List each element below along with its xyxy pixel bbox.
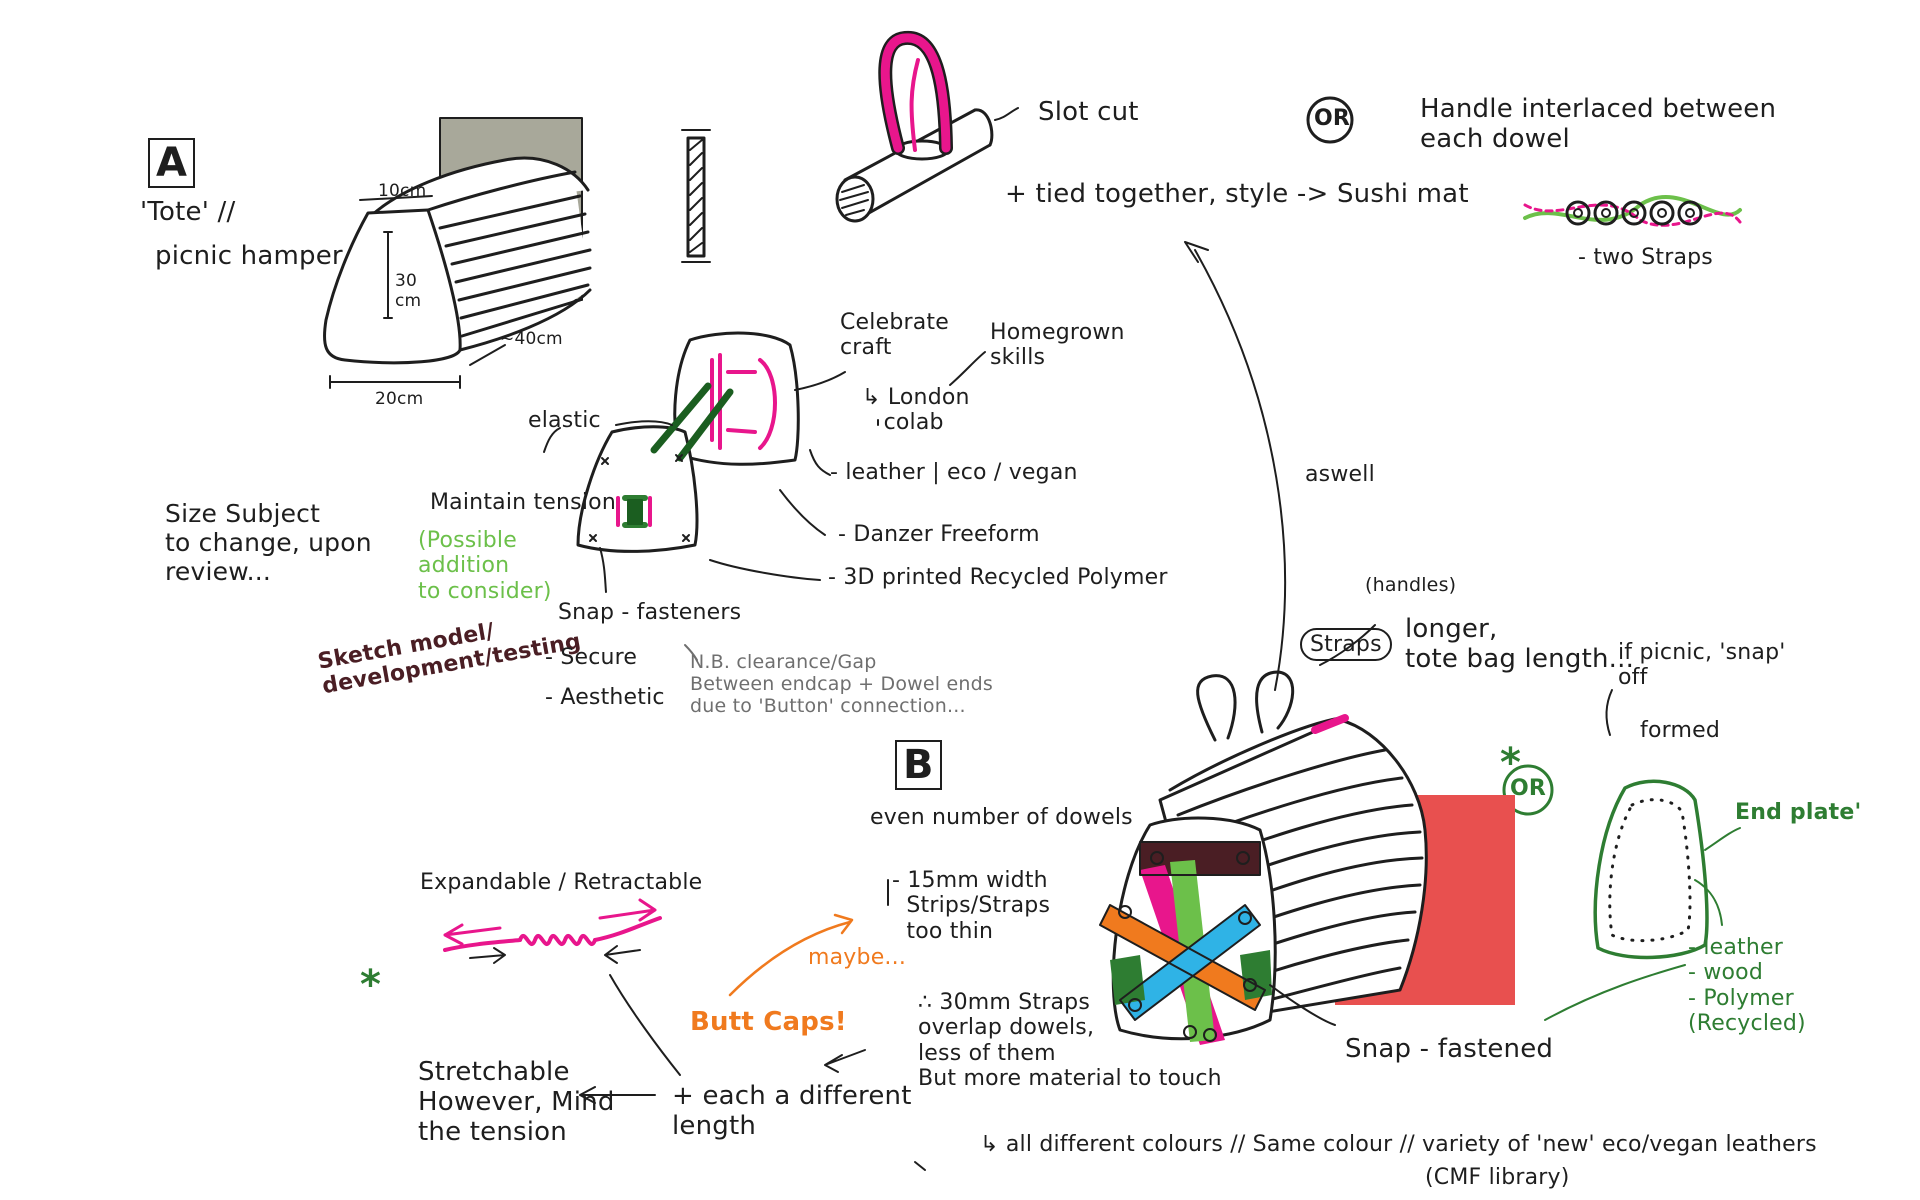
stretch-arrow: [579, 1086, 656, 1104]
london-colab-label: ↳ London colab: [862, 385, 970, 436]
celebrate-craft-label: Celebrate craft: [840, 310, 949, 361]
colours-note: ↳ all different colours // Same colour /…: [980, 1132, 1817, 1157]
maintain-tension-label: Maintain tension: [430, 490, 616, 515]
dim-top-label: 10cm: [378, 181, 427, 201]
snap-fasteners-label: Snap - fasteners: [558, 600, 742, 625]
section-b-label: B: [895, 740, 942, 790]
end-cap-sketch: [576, 331, 800, 553]
interlaced-handle-sketch: [1523, 195, 1742, 227]
secure-label: - Secure: [545, 645, 638, 670]
sushi-mat-tote-sketch: [1099, 670, 1515, 1045]
snap-fastened-label: Snap - fastened: [1345, 1034, 1554, 1064]
dim-length-label: ~40cm: [500, 329, 563, 349]
maybe-note: maybe...: [808, 945, 907, 970]
slot-cut-label: Slot cut: [1038, 97, 1139, 127]
tote-label: 'Tote' //: [140, 197, 236, 227]
30mm-straps-note: ∴ 30mm Straps overlap dowels, less of th…: [918, 990, 1222, 1091]
two-straps-label: - two Straps: [1578, 245, 1713, 270]
expandable-spring-sketch: [443, 898, 681, 1076]
possible-addition-note: (Possible addition to consider): [418, 528, 552, 604]
green-star-left: *: [360, 962, 382, 1008]
section-a-label: A: [148, 138, 196, 188]
longer-note: longer, tote bag length...: [1405, 614, 1635, 674]
cmf-library-note: (CMF library): [1425, 1165, 1570, 1190]
tote-hamper-sketch: [322, 117, 592, 389]
leather-label: - leather | eco / vegan: [830, 460, 1078, 485]
side-view-sketch: [681, 129, 711, 263]
or-circle: [1306, 96, 1354, 144]
size-note: Size Subject to change, upon review...: [165, 499, 372, 586]
each-length-note: + each a different length: [672, 1081, 912, 1141]
aswell-arrow: [1184, 241, 1287, 691]
formed-label: formed: [1640, 718, 1720, 743]
end-plate-sketch: [1544, 779, 1741, 1021]
if-picnic-note: if picnic, 'snap' off: [1618, 640, 1786, 691]
leader-lines: [543, 351, 986, 661]
sushi-mat-note: + tied together, style -> Sushi mat: [1005, 179, 1469, 209]
homegrown-skills-label: Homegrown skills: [990, 320, 1125, 371]
handle-interlaced-note: Handle interlaced between each dowel: [1420, 94, 1777, 154]
end-plate-label: End plate': [1735, 800, 1862, 825]
even-dowels-note: even number of dowels: [870, 805, 1133, 830]
nb-clearance-note: N.B. clearance/Gap Between endcap + Dowe…: [690, 651, 994, 717]
dim-width-label: 20cm: [375, 389, 424, 409]
or-circle-green: [1502, 764, 1554, 816]
printed-polymer-label: - 3D printed Recycled Polymer: [828, 565, 1168, 590]
hamper-label: picnic hamper: [155, 241, 343, 271]
green-star-right: *: [1500, 740, 1522, 786]
width-15mm-note: - 15mm width Strips/Straps too thin: [892, 868, 1051, 944]
maybe-arrow: [728, 920, 852, 997]
handles-label: (handles): [1365, 574, 1457, 596]
aswell-label: aswell: [1305, 462, 1375, 487]
dim-height-label: 30 cm: [395, 271, 422, 311]
elastic-label: elastic: [528, 408, 601, 433]
butt-caps-note: Butt Caps!: [690, 1007, 847, 1037]
slot-cut-dowel-sketch: [835, 30, 1019, 223]
aesthetic-label: - Aesthetic: [545, 685, 665, 710]
or-badge-green: OR: [1510, 776, 1547, 801]
danzer-label: - Danzer Freeform: [838, 522, 1040, 547]
straps-label: Straps: [1300, 628, 1392, 662]
materials-list: - leather - wood - Polymer (Recycled): [1688, 935, 1806, 1036]
stretchable-note: Stretchable However, Mind the tension: [418, 1057, 615, 1147]
expandable-label: Expandable / Retractable: [420, 870, 703, 895]
or-badge: OR: [1314, 106, 1351, 131]
